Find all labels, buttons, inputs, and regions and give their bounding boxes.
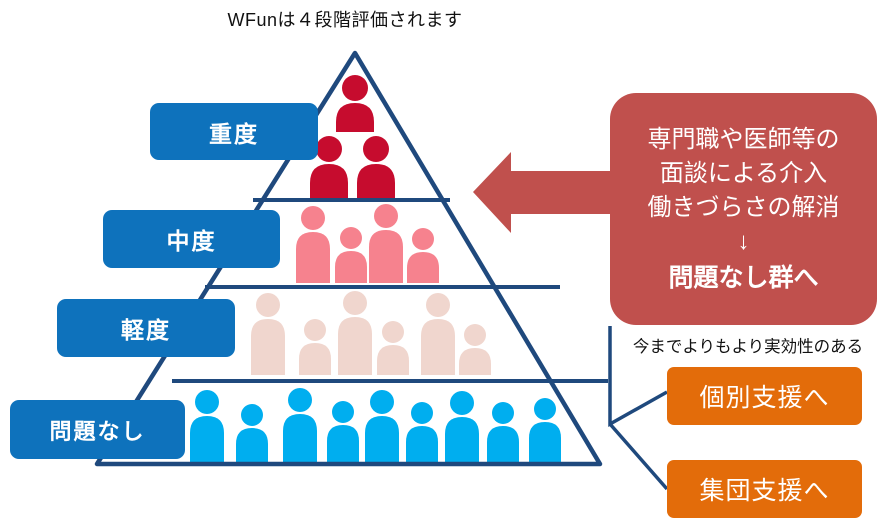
intervention-line: 面談による介入	[659, 160, 828, 187]
intervention-line: 働きづらさの解消	[647, 194, 840, 221]
person-icon	[296, 206, 330, 283]
person-icon	[336, 75, 374, 132]
severity-label-text: 問題なし	[49, 418, 146, 444]
intervention-box: 専門職や医師等の 面談による介入 働きづらさの解消 ↓ 問題なし群へ	[610, 93, 877, 325]
block-arrow-left-icon	[473, 152, 612, 233]
person-icon	[335, 227, 367, 283]
person-icon	[357, 136, 395, 198]
support-caption: 今までよりもより実効性のある	[632, 338, 864, 356]
intervention-line: 専門職や医師等の	[647, 126, 840, 153]
support-button-label: 個別支援へ	[699, 384, 830, 412]
intervention-emphasis: 問題なし群へ	[668, 264, 819, 292]
down-arrow-glyph: ↓	[737, 228, 750, 255]
person-icon	[251, 293, 285, 375]
person-icon	[487, 402, 519, 462]
person-icon	[283, 388, 317, 462]
person-icon	[421, 293, 455, 375]
severity-label-severe: 重度	[150, 103, 318, 160]
person-icon	[310, 136, 348, 198]
person-icon	[406, 402, 438, 462]
person-icon	[190, 390, 224, 462]
person-icon	[236, 404, 268, 462]
support-connector-lines	[608, 326, 669, 491]
support-button-label: 集団支援へ	[699, 477, 830, 505]
person-icon	[369, 204, 403, 283]
severity-label-text: 中度	[166, 228, 217, 254]
person-icon	[407, 228, 439, 283]
person-icon	[529, 398, 561, 462]
severity-label-mild: 軽度	[57, 299, 235, 357]
severity-label-none: 問題なし	[10, 400, 185, 459]
severity-label-text: 軽度	[121, 317, 171, 343]
person-icon	[377, 321, 409, 375]
severity-label-moderate: 中度	[103, 210, 280, 268]
person-icon	[445, 391, 479, 462]
person-icon	[299, 319, 331, 375]
severity-label-text: 重度	[209, 120, 259, 147]
person-icon	[338, 291, 372, 375]
person-icon	[365, 390, 399, 462]
people-layer	[190, 75, 561, 462]
individual-support-button: 個別支援へ	[667, 367, 862, 425]
person-icon	[327, 401, 359, 462]
person-icon	[459, 324, 491, 375]
group-support-button: 集団支援へ	[667, 460, 862, 518]
diagram-title: WFunは４段階評価されます	[227, 10, 463, 30]
